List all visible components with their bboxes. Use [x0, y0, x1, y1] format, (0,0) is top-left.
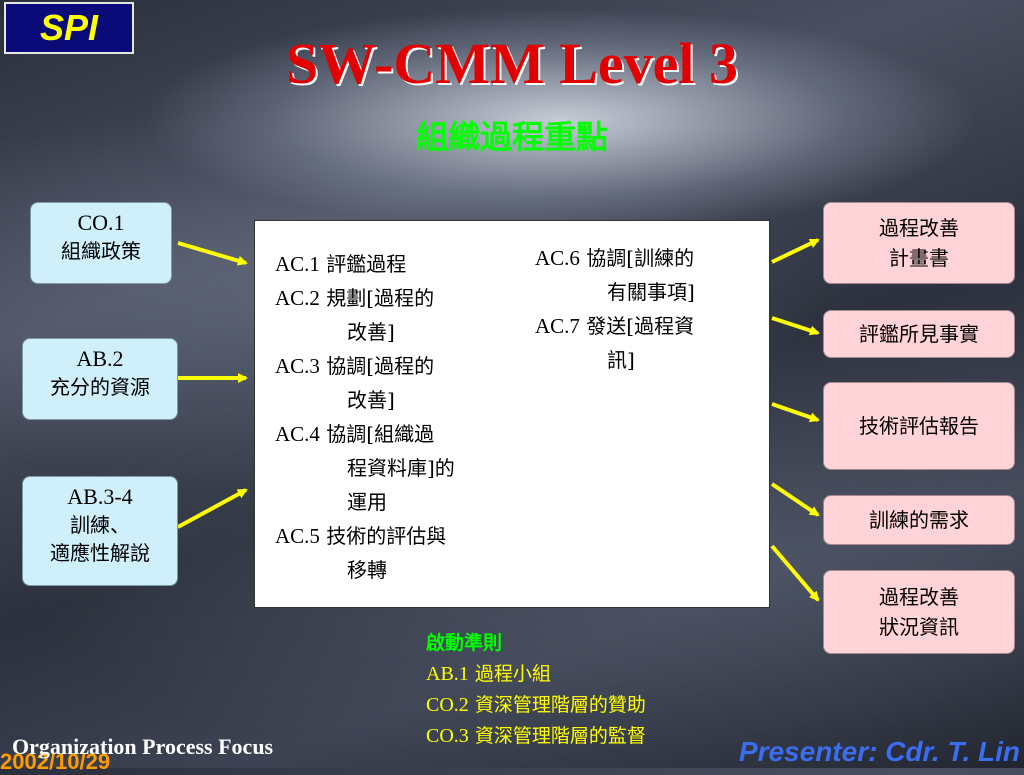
activity-ac7-cont: 訊]: [607, 348, 635, 372]
output-improvement-plan-l1: 過程改善: [879, 216, 959, 240]
criteria-item-ab1: AB.1 過程小組: [426, 663, 551, 685]
entry-criteria: 啟動準則 AB.1 過程小組 CO.2 資深管理階層的贊助 CO.3 資深管理階…: [426, 628, 646, 752]
activity-ac4: AC.4 協調[組織過: [275, 422, 435, 446]
output-training-needs: 訓練的需求: [823, 495, 1015, 545]
activity-ac4-cont2: 運用: [347, 490, 387, 514]
entry-criteria-heading: 啟動準則: [426, 632, 503, 654]
activity-ac3-cont: 改善]: [347, 388, 395, 412]
input-ab2-code: AB.2: [76, 346, 124, 371]
activity-ac1: AC.1 評鑑過程: [275, 252, 407, 276]
arrow-ab34-to-center: [177, 488, 248, 529]
output-assessment-findings-l1: 評鑑所見事實: [859, 322, 979, 346]
input-co1-code: CO.1: [77, 210, 125, 235]
input-ab34: AB.3-4 訓練、 適應性解說: [22, 476, 178, 586]
arrow-center-to-tech: [771, 402, 820, 423]
footer-presenter: Presenter: Cdr. T. Lin: [738, 736, 1020, 767]
arrow-center-to-findings: [771, 316, 820, 336]
activities-left: AC.1 評鑑過程 AC.2 規劃[過程的 改善] AC.3 協調[過程的 改善…: [275, 247, 525, 587]
slide-subtitle: 組織過程重點: [415, 118, 608, 156]
output-improvement-status: 過程改善 狀況資訊: [823, 570, 1015, 654]
output-improvement-plan: 過程改善 計畫書: [823, 202, 1015, 284]
criteria-item-co3: CO.3 資深管理階層的監督: [426, 725, 646, 747]
footer-topic: Organization Process Focus: [12, 734, 274, 759]
activity-ac5-cont: 移轉: [347, 558, 387, 582]
input-ab34-label1: 訓練、: [70, 513, 130, 537]
input-ab34-label2: 適應性解說: [50, 541, 150, 565]
input-ab2: AB.2 充分的資源: [22, 338, 178, 420]
activity-ac6: AC.6 協調[訓練的: [535, 246, 695, 270]
activity-ac3: AC.3 協調[過程的: [275, 354, 435, 378]
activity-ac2: AC.2 規劃[過程的: [275, 286, 435, 310]
activity-ac5: AC.5 技術的評估與: [275, 524, 447, 548]
arrow-co1-to-center: [177, 241, 248, 266]
output-improvement-status-l1: 過程改善: [879, 585, 959, 609]
output-training-needs-l1: 訓練的需求: [869, 508, 969, 532]
activities-right: AC.6 協調[訓練的 有關事項] AC.7 發送[過程資 訊]: [535, 241, 765, 377]
output-assessment-findings: 評鑑所見事實: [823, 310, 1015, 358]
input-co1: CO.1 組織政策: [30, 202, 172, 284]
spi-badge: SPI: [4, 2, 134, 54]
input-ab2-label: 充分的資源: [50, 375, 150, 399]
input-ab34-code: AB.3-4: [67, 484, 133, 509]
input-co1-label: 組織政策: [61, 239, 141, 263]
arrow-center-to-status: [770, 544, 820, 602]
activity-ac6-cont: 有關事項]: [607, 280, 695, 304]
arrow-center-to-training: [770, 482, 820, 517]
output-improvement-plan-l2: 計畫書: [889, 246, 949, 270]
output-tech-evaluation-report-l1: 技術評估報告: [859, 414, 979, 438]
activities-box: AC.1 評鑑過程 AC.2 規劃[過程的 改善] AC.3 協調[過程的 改善…: [254, 220, 770, 608]
activity-ac2-cont: 改善]: [347, 320, 395, 344]
output-tech-evaluation-report: 技術評估報告: [823, 382, 1015, 470]
slide-title: SW-CMM Level 3: [285, 31, 739, 96]
criteria-item-co2: CO.2 資深管理階層的贊助: [426, 694, 646, 716]
activity-ac4-cont: 程資料庫]的: [347, 456, 455, 480]
arrow-center-to-plan: [771, 238, 820, 264]
output-improvement-status-l2: 狀況資訊: [879, 615, 959, 639]
activity-ac7: AC.7 發送[過程資: [535, 314, 695, 338]
